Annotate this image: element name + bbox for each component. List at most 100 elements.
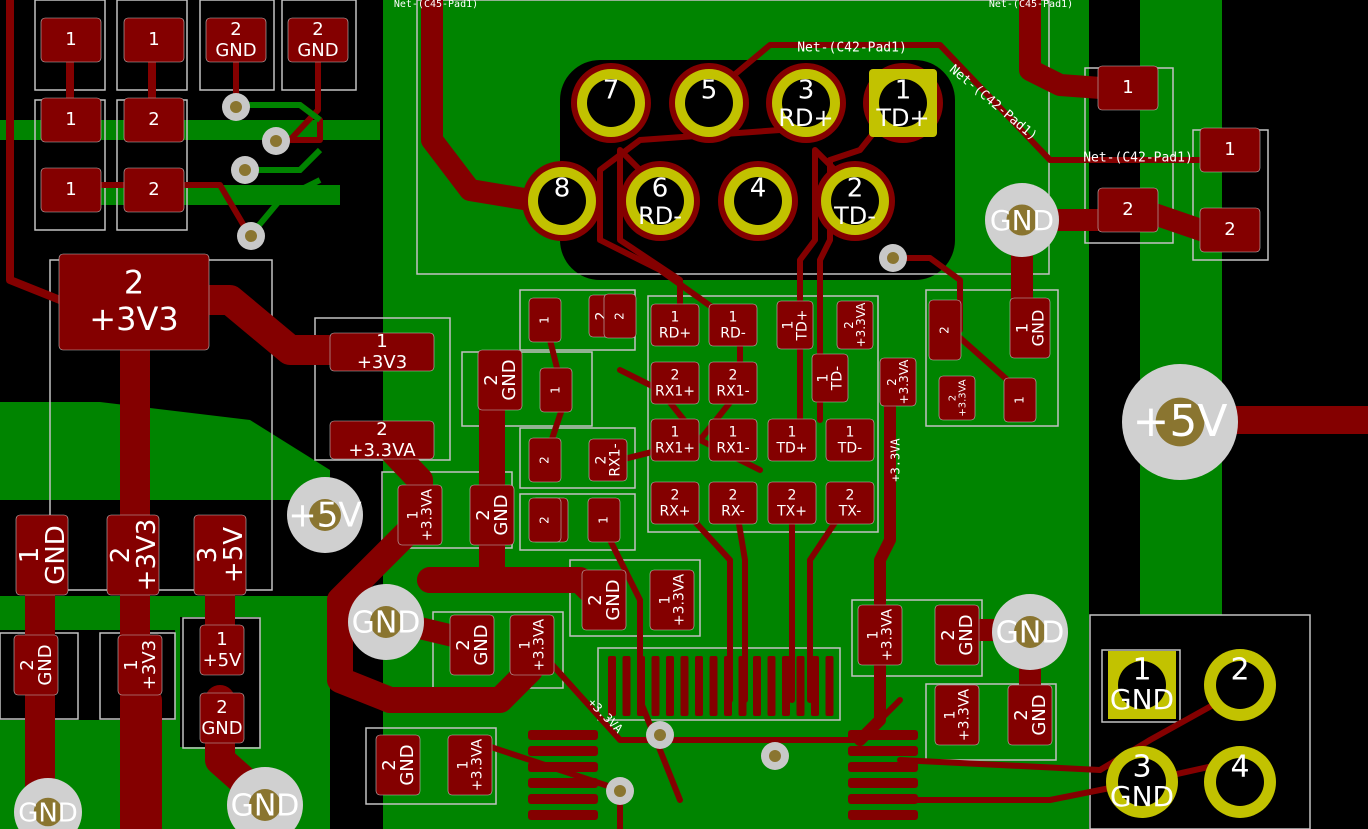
smd-pad-net: +3.3VA (880, 608, 896, 661)
ic-pin-top (666, 656, 674, 716)
rj45-pin-3[interactable]: 3RD+ (766, 63, 846, 143)
smd-pad-copper (509, 614, 555, 676)
ic-pin-left (528, 794, 598, 804)
smd-pad-number: 2 (216, 697, 227, 718)
smd-pad-number: 2 (729, 367, 738, 383)
rj45-pin-name: RD+ (778, 104, 833, 132)
rj45-pin-1[interactable]: 1TD+ (863, 63, 943, 143)
ic-pin-top (680, 656, 689, 716)
smd-pad: 2 (603, 293, 637, 339)
smd-pad-number: 2 (1122, 199, 1133, 220)
smd-pad-copper (117, 634, 163, 696)
smd-pad-net: RX1- (608, 443, 624, 476)
smd-pad-copper (40, 17, 102, 63)
smd-pad-copper (650, 303, 700, 347)
rj45-pin-6[interactable]: 6RD- (620, 161, 700, 241)
smd-pad-number: 1 (1012, 323, 1031, 333)
trace-r4 (287, 57, 321, 143)
smd-pad: 1 (123, 17, 185, 63)
smd-pad-copper (1007, 684, 1053, 746)
smd-pad-net: +5V (203, 650, 243, 671)
smd-pad-copper (650, 361, 700, 405)
smd-pad-number: 2 (148, 179, 159, 200)
smd-pad: 1 (40, 167, 102, 213)
header-pin-hole (1118, 758, 1166, 806)
smd-pad-net: GND (215, 40, 256, 61)
smd-pad: 1 (539, 367, 573, 413)
ic-pads (528, 656, 918, 820)
silk-c-right (925, 289, 1059, 427)
silk-c4 (569, 559, 701, 637)
smd-pad: 3+5V (193, 514, 249, 596)
large-via-label: +5V (288, 496, 361, 536)
smd-pad-net: GND (35, 644, 56, 685)
smd-pad-number: 2 (376, 419, 387, 440)
smd-pad-number: 1 (729, 424, 738, 440)
smd-pad-copper (329, 332, 435, 372)
rj45-pin-4[interactable]: 4 (718, 161, 798, 241)
trace-label-33va-b: +3.3VA (889, 438, 903, 482)
smd-pad-copper (469, 484, 515, 546)
smd-pad-net: RX1- (716, 383, 749, 399)
smd-pad-copper (650, 481, 700, 525)
smd-pad: 1+5V (199, 624, 245, 676)
smd-pad-net: +3.3VA (897, 359, 911, 405)
rj45-pin-5[interactable]: 5 (669, 63, 749, 143)
smd-pad-number: 1 (1013, 396, 1027, 404)
large-via-hole (1155, 397, 1205, 447)
ic-pin-left (528, 778, 598, 788)
smd-pad-copper (15, 514, 69, 596)
rj45-pin-hole (587, 79, 635, 127)
silk-c8 (365, 727, 497, 805)
smd-pad-number: 2 (842, 321, 856, 329)
smd-pad-number: 1 (65, 109, 76, 130)
smd-pad-number: 1 (846, 424, 855, 440)
rj45-pin-8[interactable]: 8 (522, 161, 602, 241)
ic-pin-top (709, 656, 718, 716)
header-pin-4[interactable]: 4 (1204, 746, 1276, 818)
smd-pad-number: 2 (312, 19, 323, 40)
smd-pad-copper (528, 497, 562, 543)
trace-c45-left (421, 0, 571, 216)
smd-pad-copper (375, 734, 421, 796)
smd-pad-net: GND (201, 718, 242, 739)
smd-pad-number: 2 (106, 547, 136, 564)
silk-header-pin1 (1101, 649, 1181, 723)
ic-pin-top (651, 656, 660, 716)
smd-pad-copper (205, 17, 267, 63)
silk-term (647, 295, 879, 533)
header-pin-number: 2 (1230, 653, 1249, 688)
smd-pad-copper (539, 367, 573, 413)
smd-pad: 1 (528, 297, 562, 343)
smd-pad-number: 1 (406, 511, 422, 520)
smd-pad: 2 (528, 497, 562, 543)
smd-pad-copper (811, 353, 849, 403)
smd-pad-copper (199, 692, 245, 744)
smd-pad-number: 2 (1011, 709, 1032, 720)
smd-pad-net: TD+ (775, 440, 807, 456)
smd-pad-copper (767, 418, 817, 462)
header-pin-2[interactable]: 2 (1204, 649, 1276, 721)
large-via-label: GND (990, 204, 1054, 237)
ic-pin-top (622, 656, 631, 716)
smd-pad-net: GND (603, 579, 624, 620)
smd-pad-copper (477, 349, 523, 411)
trace-ic-left (597, 517, 683, 803)
rj45-pin-2[interactable]: 2TD- (815, 161, 895, 241)
vias (222, 93, 907, 805)
smd-pad: 2+3.3VA (329, 419, 435, 461)
smd-pad-copper (447, 734, 493, 796)
rj45-pin-hole (831, 177, 879, 225)
rj45-pin-number: 6 (652, 174, 669, 204)
rj45-pin-7[interactable]: 7 (571, 63, 651, 143)
